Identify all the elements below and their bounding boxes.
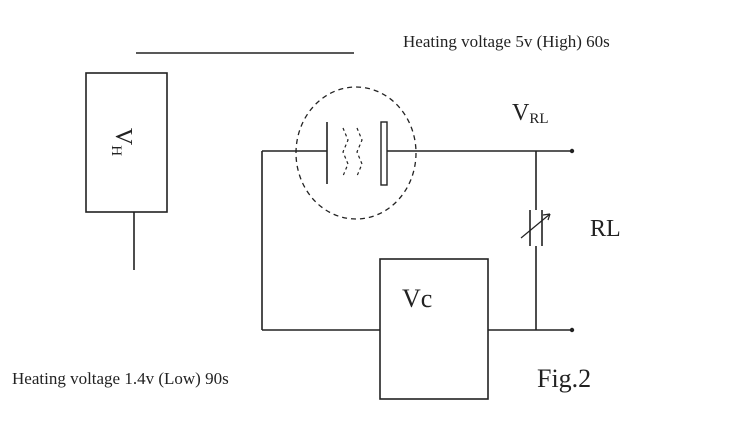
- output-voltage-label: VRL: [512, 100, 549, 127]
- controller-label: Vc: [402, 284, 432, 313]
- heating-high-annotation: Heating voltage 5v (High) 60s: [403, 32, 610, 51]
- sensor-filament-left: [342, 127, 349, 177]
- heating-low-annotation: Heating voltage 1.4v (Low) 90s: [12, 369, 229, 388]
- load-resistor-adjust-arrow: [520, 213, 551, 239]
- figure-label: Fig.2: [537, 364, 591, 393]
- output-terminal-top: [569, 148, 575, 154]
- sensor-right-electrode: [380, 121, 388, 186]
- heater-source-label: VH: [108, 128, 136, 156]
- gas-sensor-envelope: [295, 86, 417, 220]
- sensor-filament-right: [356, 127, 363, 177]
- load-resistor-arrowhead: [542, 213, 551, 221]
- output-terminal-bottom: [569, 327, 575, 333]
- controller-box: [379, 258, 489, 400]
- heater-source-box: [85, 72, 168, 213]
- load-resistor-label: RL: [590, 216, 621, 242]
